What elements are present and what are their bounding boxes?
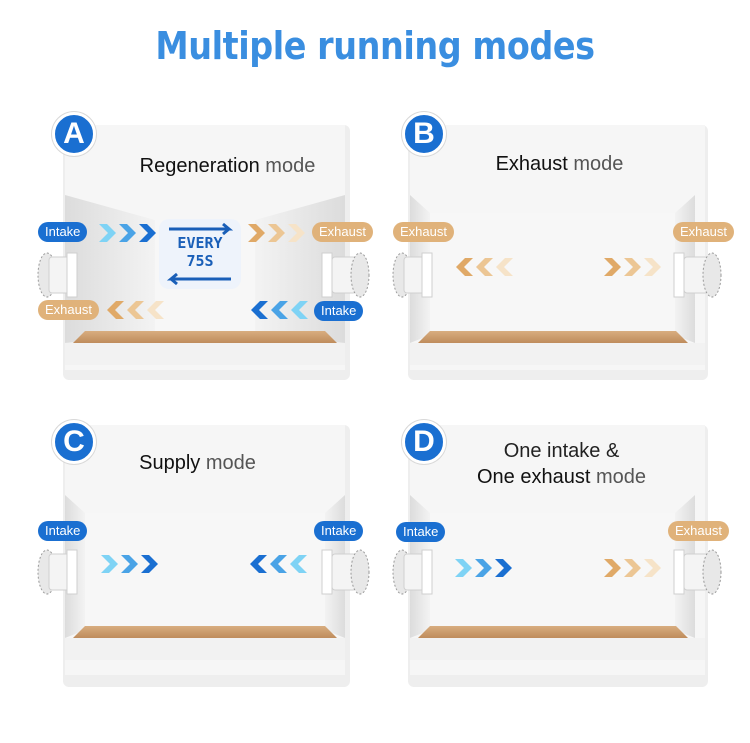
intake-label: Intake [396,522,446,542]
exhaust-arrows-left [107,301,164,319]
badge-c: C [52,420,96,464]
intake-label: Intake [314,301,364,321]
fan-left-icon [37,245,89,305]
intake-arrows-right [101,555,158,573]
room-illustration [408,425,708,687]
exhaust-label: Exhaust [38,300,99,320]
exhaust-label: Exhaust [673,222,734,242]
fan-right-icon [318,245,370,305]
badge-a: A [52,112,96,156]
fan-right-icon [670,542,722,602]
badge-b: B [402,112,446,156]
mode-title-c: Supply mode [139,452,256,474]
intake-arrows-right [455,559,512,577]
badge-d: D [402,420,446,464]
panel-exhaust: B Exhaust mode Exhaust Exhaust [392,112,745,395]
mode-title-b: Exhaust mode [495,153,624,175]
room-illustration [408,125,708,380]
exhaust-arrows-right [248,224,305,242]
intake-arrows-right [99,224,156,242]
intake-arrows-left [251,301,308,319]
page-title: Multiple running modes [155,24,595,68]
fan-left-icon [37,542,89,602]
exhaust-arrows-left [456,258,513,276]
fan-right-icon [318,542,370,602]
exhaust-arrows-right [604,258,661,276]
mode-title-d: One intake & One exhaust mode [476,440,646,488]
panel-one-intake-one-exhaust: D One intake & One exhaust mode Intake E… [392,415,745,695]
exhaust-label: Exhaust [312,222,373,242]
room-illustration [63,425,350,687]
exhaust-label: Exhaust [668,521,729,541]
exhaust-label: Exhaust [393,222,454,242]
intake-label: Intake [38,521,88,541]
fan-right-icon [670,245,722,305]
fan-left-icon [392,245,444,305]
intake-label: Intake [314,521,364,541]
intake-arrows-left [250,555,307,573]
intake-label: Intake [38,222,88,242]
panel-regeneration: A Regeneration mode Intake Exhaust EVERY… [37,112,400,395]
fan-left-icon [392,542,444,602]
every-75s-badge: EVERY 75S [159,219,241,289]
exhaust-arrows-right [604,559,661,577]
panel-supply: C Supply mode Intake Intake [37,415,400,695]
mode-title-a: Regeneration mode [139,155,316,177]
